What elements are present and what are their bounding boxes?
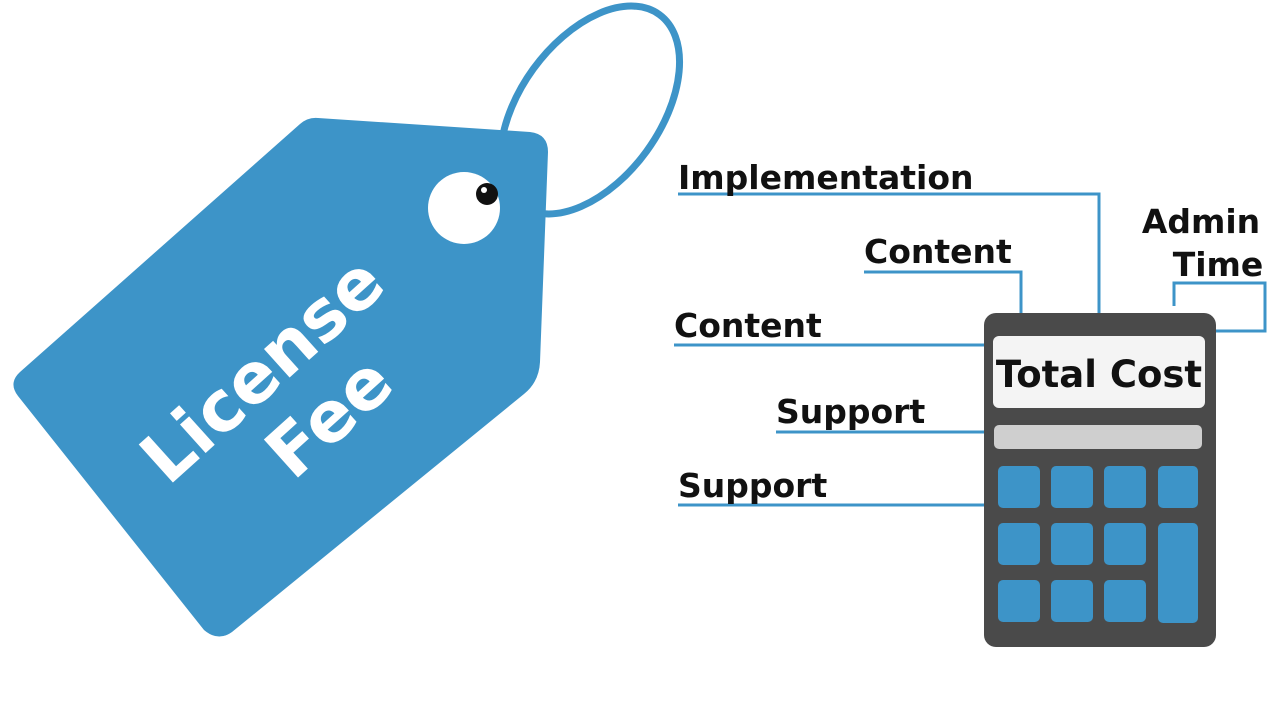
calculator-key xyxy=(1158,466,1198,508)
label-admin-line2: Time xyxy=(1173,245,1264,284)
cost-labels: Implementation Content Content Support S… xyxy=(674,158,1263,505)
calculator-screen xyxy=(993,336,1205,408)
tag-hole-pupil xyxy=(476,183,498,205)
label-implementation: Implementation xyxy=(678,158,974,197)
calculator-key-tall xyxy=(1158,523,1198,623)
connector-content-upper xyxy=(864,270,1023,316)
tag-hole xyxy=(428,172,500,244)
label-content-lower: Content xyxy=(674,306,822,345)
connector-lines xyxy=(674,192,1267,507)
connector-admin-time xyxy=(1172,281,1267,333)
price-tag: License Fee xyxy=(13,2,684,637)
tag-body xyxy=(13,117,549,637)
calculator-screen-text: Total Cost xyxy=(996,353,1202,396)
calculator-key xyxy=(1104,466,1146,508)
label-support-lower: Support xyxy=(678,466,827,505)
label-content-upper: Content xyxy=(864,232,1012,271)
calculator-key xyxy=(1104,523,1146,565)
calculator-key xyxy=(1051,523,1093,565)
tag-hole-highlight xyxy=(481,187,487,193)
calculator-key xyxy=(1051,580,1093,622)
label-support-upper: Support xyxy=(776,392,925,431)
calculator-key xyxy=(998,580,1040,622)
label-admin-line1: Admin xyxy=(1142,202,1260,241)
calculator: Total Cost xyxy=(984,313,1216,647)
calculator-key xyxy=(1104,580,1146,622)
connector-implementation xyxy=(678,192,1101,316)
calculator-key xyxy=(998,466,1040,508)
calculator-key xyxy=(998,523,1040,565)
calculator-display-bar xyxy=(994,425,1202,449)
calculator-key xyxy=(1051,466,1093,508)
